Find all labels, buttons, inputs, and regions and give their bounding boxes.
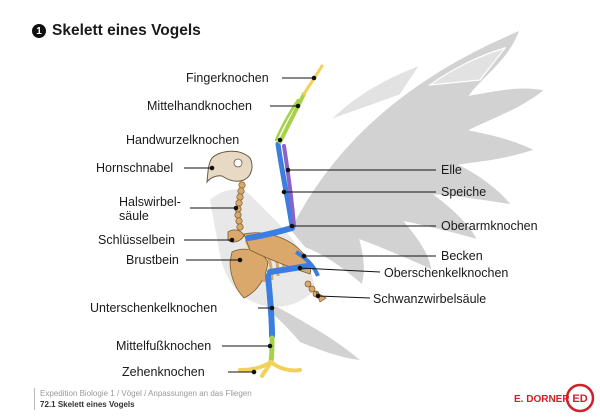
wing-silhouette (289, 28, 547, 287)
label-speiche: Speiche (441, 185, 487, 199)
publisher-logo: ED (565, 383, 595, 413)
label-halswirbelsaeule-line2: säule (119, 209, 149, 223)
label-zehenknochen: Zehenknochen (122, 365, 205, 379)
label-hornschnabel: Hornschnabel (96, 161, 174, 175)
footer-line-2: 72.1 Skelett eines Vogels (40, 399, 252, 410)
leg-bones (238, 263, 311, 378)
footer-divider (34, 388, 35, 410)
leader-lines (184, 75, 436, 375)
tail-silhouette (265, 300, 360, 360)
footer-figure-number: 72.1 (40, 400, 56, 409)
label-becken: Becken (441, 249, 483, 263)
label-unterschenkelknochen: Unterschenkelknochen (90, 301, 218, 315)
label-handwurzelknochen: Handwurzelknochen (126, 133, 240, 147)
svg-text:ED: ED (572, 393, 587, 405)
label-halswirbelsaeule-line1: Halswirbel- (119, 195, 181, 209)
label-schluesselbein: Schlüsselbein (98, 233, 176, 247)
label-schwanzwirbelsaeule: Schwanzwirbelsäule (373, 292, 487, 306)
label-mittelfussknochen: Mittelfußknochen (116, 339, 212, 353)
publisher-name: E. DORNER (514, 394, 570, 405)
label-oberarmknochen: Oberarmknochen (441, 219, 538, 233)
footer-figure-caption: Skelett eines Vogels (57, 400, 135, 409)
label-brustbein: Brustbein (126, 253, 179, 267)
footer-line-1: Expedition Biologie 1 / Vögel / Anpassun… (40, 389, 252, 398)
label-fingerknochen: Fingerknochen (186, 71, 269, 85)
wing-bones (245, 64, 324, 241)
footer: Expedition Biologie 1 / Vögel / Anpassun… (40, 388, 252, 410)
figure-title-text: Skelett eines Vogels (52, 22, 201, 39)
label-elle: Elle (441, 163, 462, 177)
skull (206, 150, 253, 184)
neck-vertebrae (234, 181, 246, 231)
label-mittelhandknochen: Mittelhandknochen (147, 99, 252, 113)
label-oberschenkelknochen: Oberschenkelknochen (384, 266, 509, 280)
figure-title: 1 Skelett eines Vogels (32, 22, 201, 40)
figure-number-badge: 1 (32, 24, 46, 38)
